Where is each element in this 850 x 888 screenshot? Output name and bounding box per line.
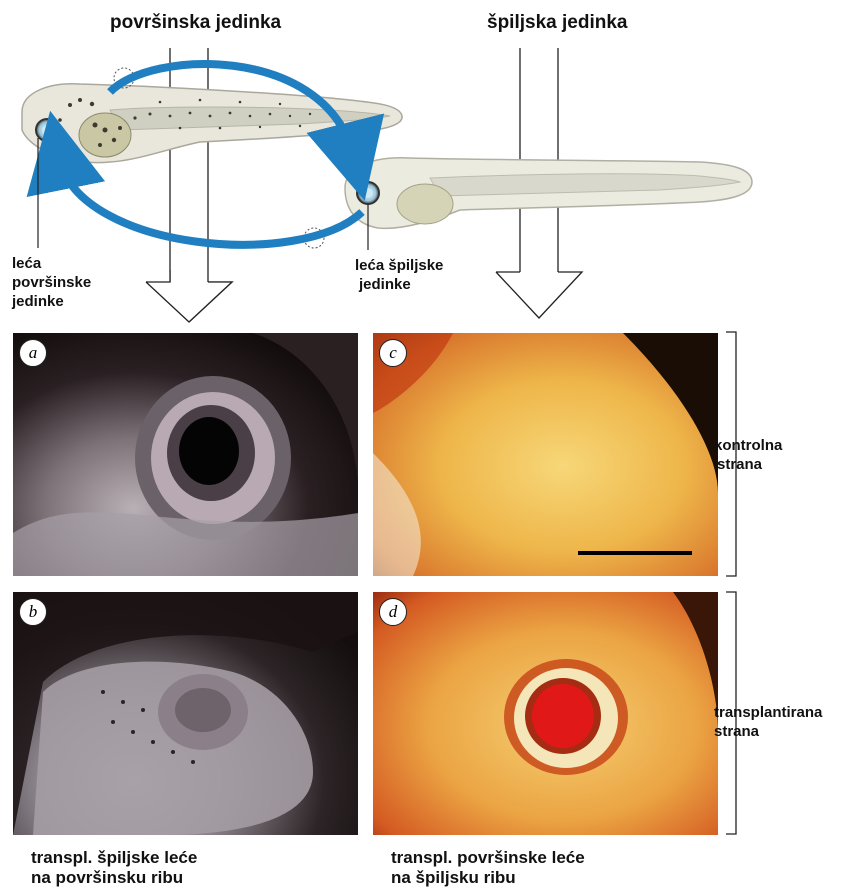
transplant-arrow-to-surface — [58, 150, 362, 245]
right-caption-line2: na špiljsku ribu — [391, 868, 585, 888]
left-caption-line1: transpl. špiljske leće — [31, 848, 197, 868]
transplanted-side-label-line1: transplantirana — [714, 703, 822, 722]
surface-fish-larva — [22, 84, 402, 163]
surface-lens-label-line1: leća — [12, 254, 91, 273]
control-side-label: kontrolna strana — [714, 436, 782, 474]
left-caption-line2: na površinsku ribu — [31, 868, 197, 888]
transplanted-side-label: transplantirana strana — [714, 703, 822, 741]
transplanted-side-label-line2: strana — [714, 722, 822, 741]
left-caption: transpl. špiljske leće na površinsku rib… — [31, 848, 197, 888]
panel-d-cave-transplanted: d — [373, 592, 718, 835]
right-caption-line1: transpl. površinske leće — [391, 848, 585, 868]
cave-lens-label-line2: jedinke — [355, 275, 443, 294]
surface-lens-label-line2: površinske — [12, 273, 91, 292]
scale-bar — [578, 551, 692, 555]
panel-d-photo — [373, 592, 718, 835]
panel-a-letter: a — [19, 339, 47, 367]
control-side-label-line1: kontrolna — [714, 436, 782, 455]
panel-b-surface-transplanted: b — [13, 592, 358, 835]
right-caption: transpl. površinske leće na špiljsku rib… — [391, 848, 585, 888]
panel-d-letter: d — [379, 598, 407, 626]
cave-lens-label-line1: leća špiljske — [355, 256, 443, 275]
cave-lens-label: leća špiljske jedinke — [355, 256, 443, 294]
control-side-label-line2: strana — [714, 455, 782, 474]
surface-lens-label-line3: jedinke — [12, 292, 91, 311]
panel-a-surface-control: a — [13, 333, 358, 576]
panel-c-photo — [373, 333, 718, 576]
panel-a-photo — [13, 333, 358, 576]
surface-lens-label: leća površinske jedinke — [12, 254, 91, 311]
side-brackets — [724, 330, 744, 840]
panel-c-letter: c — [379, 339, 407, 367]
panel-c-cave-control: c — [373, 333, 718, 576]
panel-b-letter: b — [19, 598, 47, 626]
panel-b-photo — [13, 592, 358, 835]
cave-fish-larva — [345, 158, 752, 229]
